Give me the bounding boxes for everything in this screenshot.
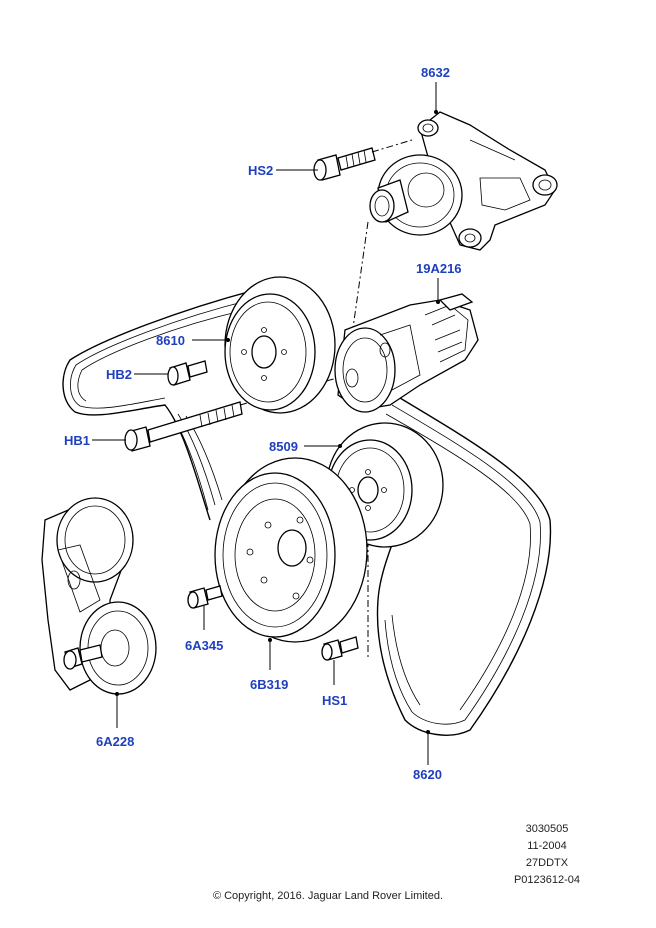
callout-19a216[interactable]: 19A216	[416, 261, 462, 276]
crankshaft-pulley-6b319	[214, 457, 368, 643]
bolt-6a345	[187, 585, 223, 609]
drawing-date: 11-2004	[527, 840, 567, 852]
callout-8509[interactable]: 8509	[269, 439, 298, 454]
drawing-number: 3030505	[525, 823, 569, 835]
callout-hb1[interactable]: HB1	[64, 433, 90, 448]
bolt-hs2	[313, 147, 376, 181]
callout-hs2[interactable]: HS2	[248, 163, 273, 178]
callout-8632[interactable]: 8632	[421, 65, 450, 80]
callout-hs1[interactable]: HS1	[322, 693, 347, 708]
callout-hb2[interactable]: HB2	[106, 367, 132, 382]
drive-belt-8620	[62, 289, 552, 736]
pulley-8610	[224, 276, 336, 414]
callout-6a345[interactable]: 6A345	[185, 638, 223, 653]
copyright-notice: © Copyright, 2016. Jaguar Land Rover Lim…	[212, 890, 444, 902]
belt-tensioner-6a228	[41, 497, 157, 695]
bracket-8632	[369, 111, 558, 251]
callout-6b319[interactable]: 6B319	[250, 677, 288, 692]
bolt-hb2	[167, 360, 208, 386]
callout-8620[interactable]: 8620	[413, 767, 442, 782]
callout-8610[interactable]: 8610	[156, 333, 185, 348]
illustration-code: P0123612-04	[513, 874, 581, 886]
bolt-hs1	[321, 636, 359, 661]
bolt-hb1	[124, 401, 243, 452]
model-code: 27DDTX	[525, 857, 569, 869]
alternator-19a216	[334, 293, 479, 413]
callout-6a228[interactable]: 6A228	[96, 734, 134, 749]
